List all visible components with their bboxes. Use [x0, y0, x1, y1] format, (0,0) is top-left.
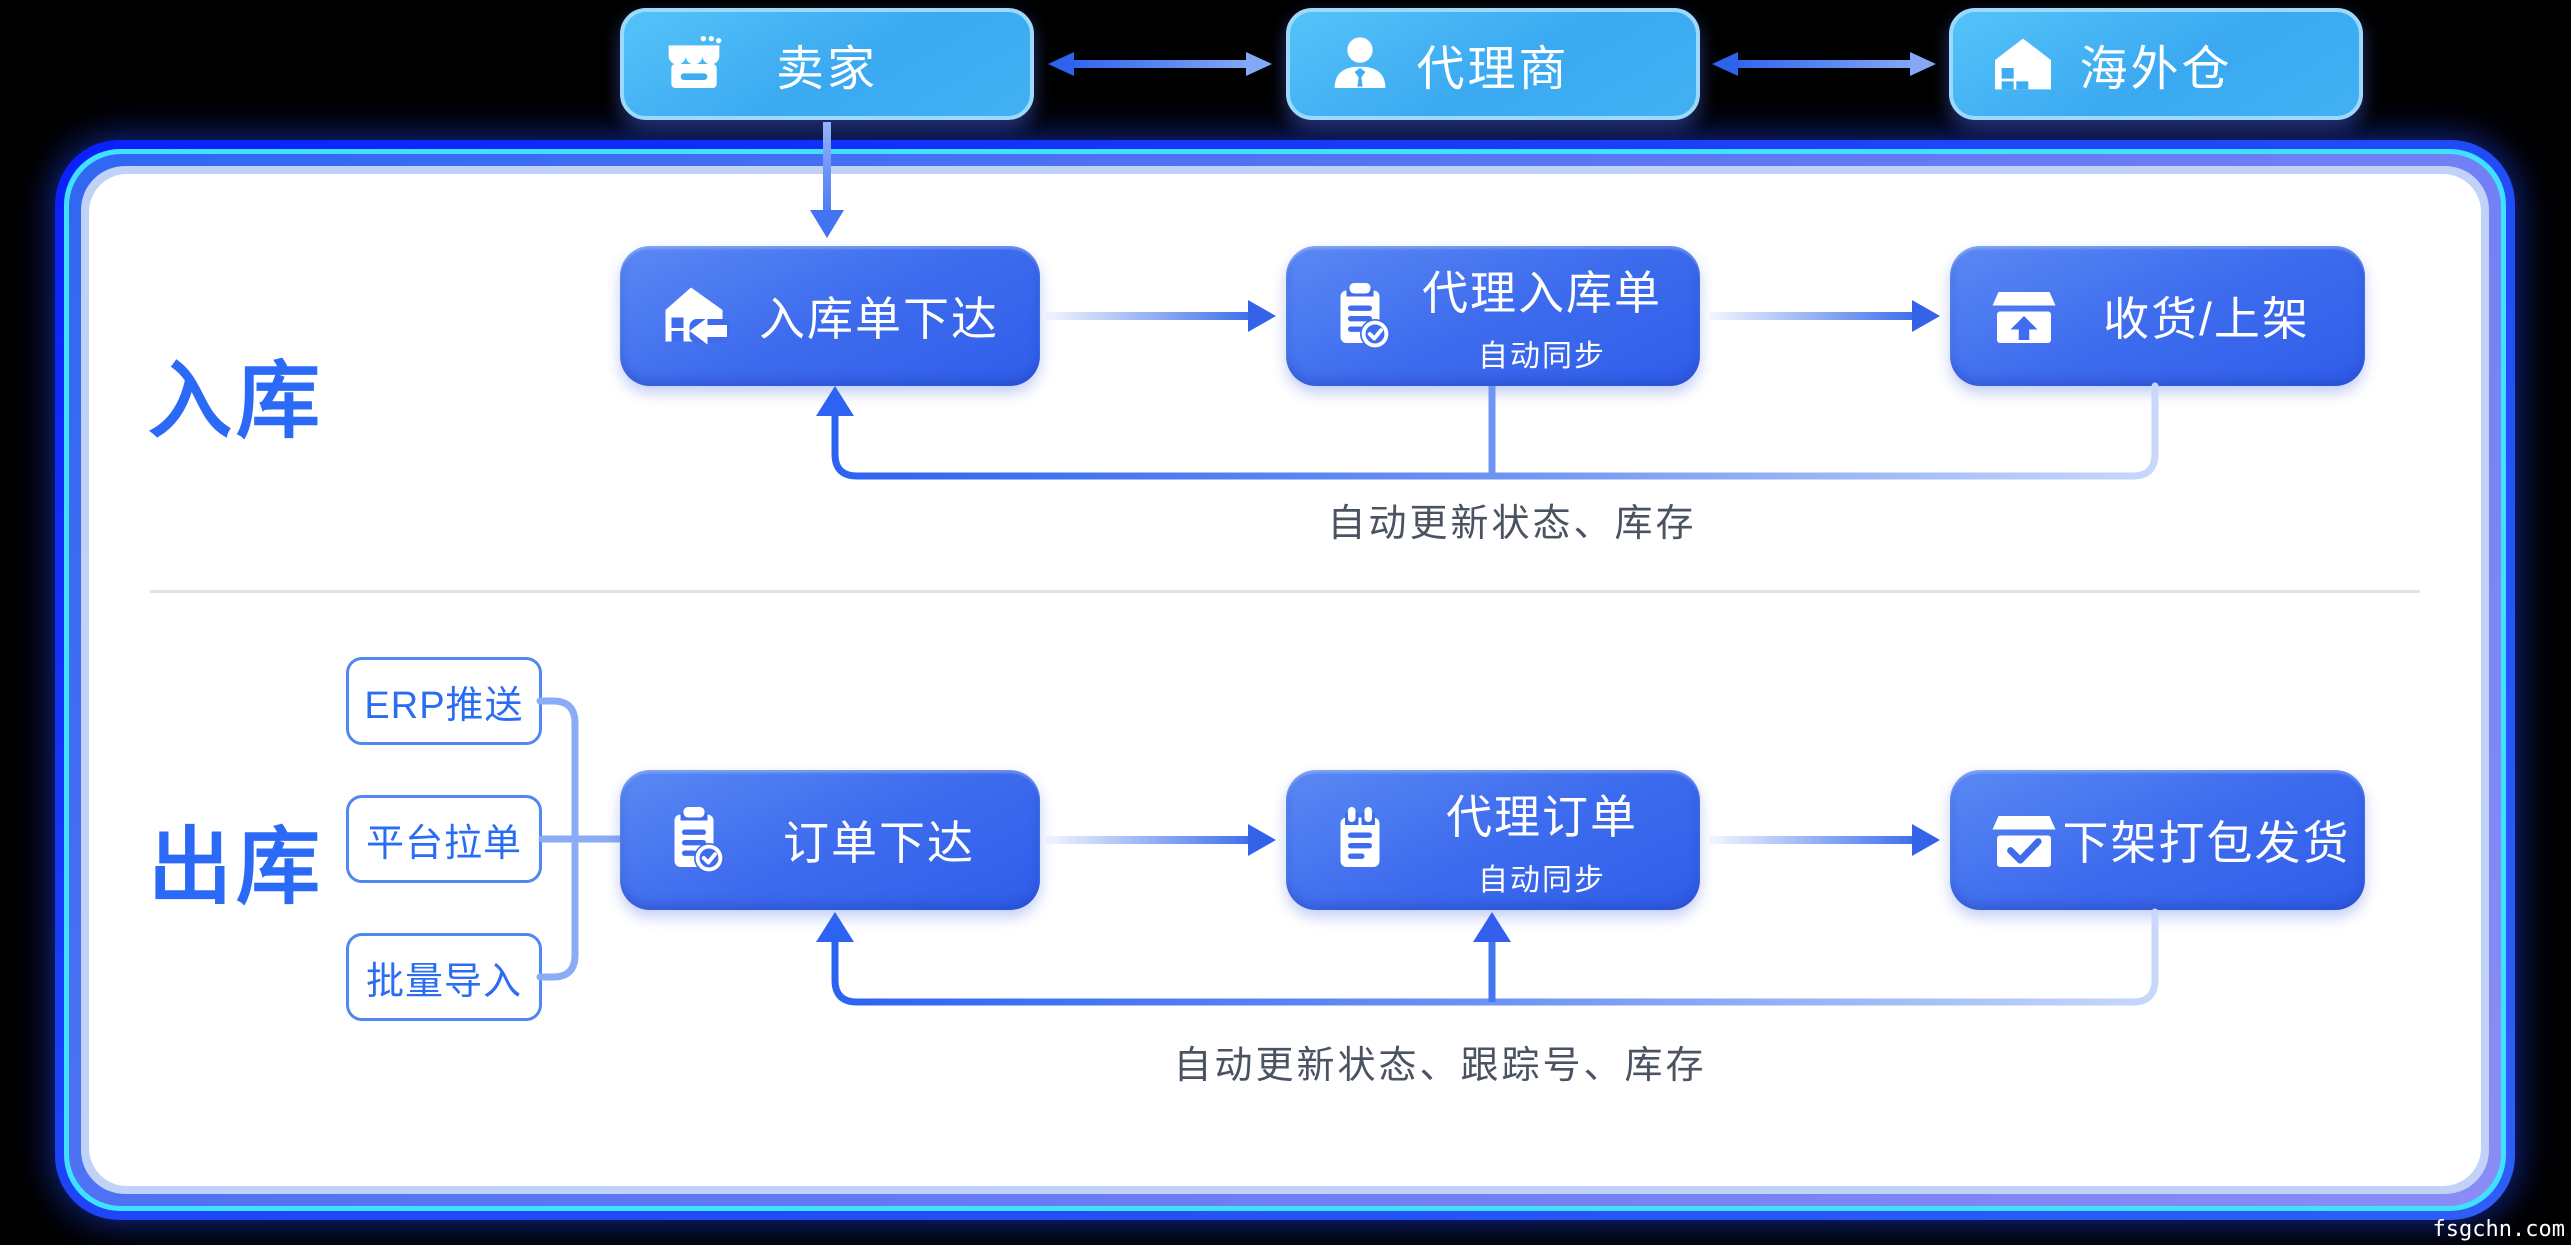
- node-pick-pack-ship: 下架打包发货: [1950, 770, 2365, 910]
- top-node-overseas-warehouse: 海外仓: [1949, 8, 2363, 120]
- arrow-up-head: [1473, 912, 1511, 942]
- arrow-inbound-1: [1046, 300, 1276, 332]
- box-check-icon: [1992, 816, 2056, 867]
- clipboard-check-icon: [1340, 283, 1390, 349]
- node-order-issued: 订单下达: [620, 770, 1040, 910]
- box-arrow-up-icon: [1992, 292, 2056, 343]
- arrow-up-head: [816, 386, 854, 416]
- node-title: 代理订单: [1446, 791, 1638, 843]
- clipboard-check-icon: [674, 807, 724, 873]
- outbound-feedback-loop: [816, 908, 2159, 1006]
- double-arrow-agent-warehouse: [1712, 52, 1936, 76]
- down-arrow-seller-to-inbound: [810, 122, 844, 240]
- node-title: 收货/上架: [2103, 293, 2310, 345]
- arrow-right-head: [1246, 52, 1272, 76]
- source-label: ERP推送: [364, 684, 524, 727]
- node-subtitle: 自动同步: [1478, 864, 1606, 897]
- node-agent-inbound-order: 代理入库单自动同步: [1286, 246, 1700, 386]
- inbound-feedback-label: 自动更新状态、库存: [1327, 503, 1697, 545]
- inbound-feedback-loop: [816, 382, 2159, 480]
- house-receive-icon: [665, 287, 730, 345]
- source-label: 批量导入: [365, 960, 522, 1003]
- source-label: 平台拉单: [365, 822, 522, 865]
- sources-bracket-connector: [536, 697, 626, 981]
- arrow-outbound-2: [1710, 824, 1940, 856]
- node-title: 下架打包发货: [2062, 817, 2351, 869]
- double-arrow-seller-agent: [1048, 52, 1272, 76]
- node-agent-order: 代理订单自动同步: [1286, 770, 1700, 910]
- node-title: 订单下达: [783, 817, 975, 869]
- section-label-inbound: 入库: [148, 354, 325, 448]
- arrow-down-head: [810, 210, 844, 238]
- source-box-batch-import: 批量导入: [346, 933, 542, 1021]
- warehouse-icon: [1995, 38, 2051, 90]
- node-subtitle: 自动同步: [1478, 340, 1606, 373]
- top-node-agent: 代理商: [1286, 8, 1700, 120]
- arrow-right-head: [1910, 52, 1936, 76]
- storefront-icon: [668, 36, 722, 88]
- top-node-label: 海外仓: [2079, 43, 2233, 96]
- arrow-left-head: [1048, 52, 1074, 76]
- arrow-left-head: [1712, 52, 1738, 76]
- node-title: 代理入库单: [1422, 267, 1662, 319]
- source-box-erp-push: ERP推送: [346, 657, 542, 745]
- agent-icon: [1334, 37, 1386, 88]
- top-node-label: 代理商: [1416, 43, 1570, 96]
- top-node-label: 卖家: [775, 43, 878, 96]
- watermark: fsgchn.com: [2432, 1217, 2565, 1242]
- outbound-feedback-label: 自动更新状态、跟踪号、库存: [1173, 1045, 1707, 1087]
- top-node-seller: 卖家: [620, 8, 1034, 120]
- node-title: 入库单下达: [759, 293, 999, 345]
- source-box-platform-pull: 平台拉单: [346, 795, 542, 883]
- arrow-up-head: [816, 912, 854, 942]
- section-label-outbound: 出库: [148, 820, 325, 914]
- section-divider: [150, 590, 2420, 593]
- arrow-outbound-1: [1046, 824, 1276, 856]
- node-receive-shelve: 收货/上架: [1950, 246, 2365, 386]
- notepad-icon: [1340, 807, 1380, 867]
- node-inbound-order-issued: 入库单下达: [620, 246, 1040, 386]
- arrow-inbound-2: [1710, 300, 1940, 332]
